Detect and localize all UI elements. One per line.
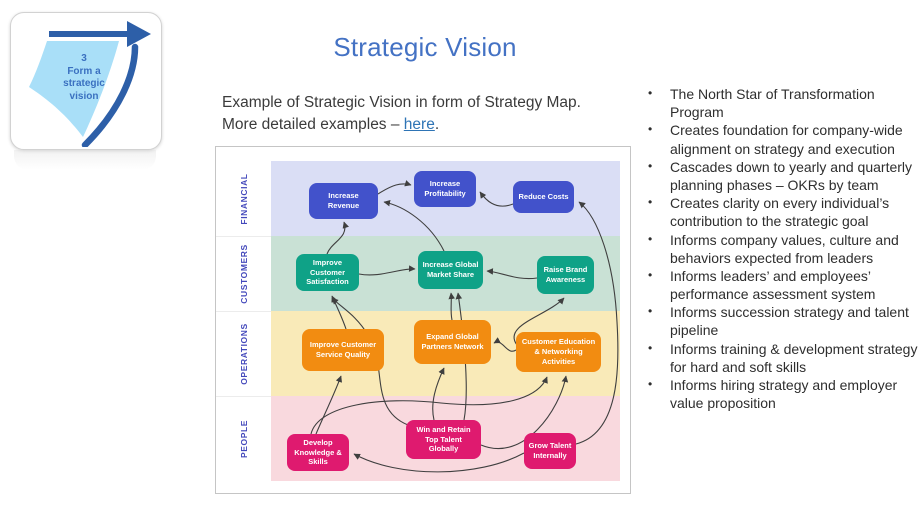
map-node-increase-profitability: Increase Profitability bbox=[414, 171, 476, 207]
bullet-item: Informs succession strategy and talent p… bbox=[648, 303, 918, 339]
bullet-list: The North Star of Transformation Program… bbox=[648, 85, 918, 412]
intro-line2-prefix: More detailed examples – bbox=[222, 116, 404, 133]
bullet-item: Cascades down to yearly and quarterly pl… bbox=[648, 158, 918, 194]
intro-text: Example of Strategic Vision in form of S… bbox=[222, 92, 604, 136]
map-node-increase-global-market-share: Increase Global Market Share bbox=[418, 251, 483, 289]
row-label-financial: FINANCIAL bbox=[216, 161, 271, 237]
step-number: 3 bbox=[81, 53, 87, 64]
map-node-improve-customer-service-quality: Improve Customer Service Quality bbox=[302, 329, 384, 371]
intro-line2-suffix: . bbox=[434, 116, 440, 133]
row-label-people: PEOPLE bbox=[238, 419, 249, 458]
step-badge: 3 Form a strategic vision bbox=[10, 12, 162, 150]
map-node-win-retain-top-talent: Win and Retain Top Talent Globally bbox=[406, 420, 481, 459]
step-badge-text: 3 Form a strategic vision bbox=[21, 53, 147, 103]
bullet-item: Informs leaders’ and employees’ performa… bbox=[648, 267, 918, 303]
map-node-develop-knowledge-skills: Develop Knowledge & Skills bbox=[287, 434, 349, 471]
row-label-operations: OPERATIONS bbox=[216, 311, 271, 397]
row-label-customers: CUSTOMERS bbox=[216, 236, 271, 312]
example-link[interactable]: here bbox=[403, 116, 435, 133]
bullet-item: Informs company values, culture and beha… bbox=[648, 231, 918, 267]
bullet-item: Informs training & development strategy … bbox=[648, 340, 918, 376]
map-node-grow-talent-internally: Grow Talent Internally bbox=[524, 433, 576, 469]
strategy-map: FINANCIAL CUSTOMERS OPERATIONS PEOPLE bbox=[215, 146, 631, 494]
page-title: Strategic Vision bbox=[333, 32, 517, 62]
map-node-reduce-costs: Reduce Costs bbox=[513, 181, 574, 213]
map-node-increase-revenue: Increase Revenue bbox=[309, 183, 378, 219]
intro-line1: Example of Strategic Vision in form of S… bbox=[222, 94, 581, 111]
map-node-improve-customer-satisfaction: Improve Customer Satisfaction bbox=[296, 254, 359, 291]
map-node-raise-brand-awareness: Raise Brand Awareness bbox=[537, 256, 594, 294]
curved-arrow-icon bbox=[29, 21, 151, 147]
bullet-item: Creates clarity on every individual’s co… bbox=[648, 194, 918, 230]
bullet-item: Informs hiring strategy and employer val… bbox=[648, 376, 918, 412]
map-node-expand-global-partners-network: Expand Global Partners Network bbox=[414, 320, 491, 364]
map-node-customer-education-networking: Customer Education & Networking Activiti… bbox=[516, 332, 601, 372]
bullet-item: Creates foundation for company-wide alig… bbox=[648, 121, 918, 157]
badge-reflection bbox=[14, 150, 156, 170]
bullet-item: The North Star of Transformation Program bbox=[648, 85, 918, 121]
